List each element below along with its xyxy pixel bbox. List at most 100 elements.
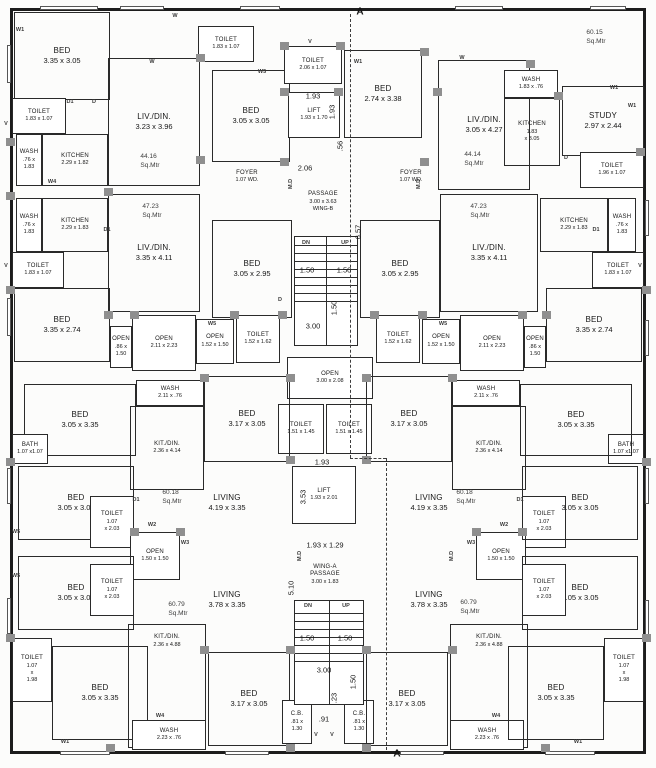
section-line [350, 14, 351, 458]
column [280, 42, 289, 50]
tag-w4: W4 [155, 713, 165, 719]
room-liv-din: LIV./DIN.3.23 x 3.96 [108, 58, 200, 186]
dimension-label: .91 [318, 714, 330, 724]
room-dimensions: 1.83 x 1.07 [604, 270, 632, 277]
tag-w: W [149, 59, 155, 65]
room-name: TOILET [532, 510, 556, 517]
window [645, 200, 649, 236]
window [60, 751, 110, 755]
staircase [294, 600, 364, 705]
room-name: KITCHEN [61, 217, 89, 224]
window [7, 45, 11, 83]
window [455, 6, 503, 10]
room-name: OPEN [155, 335, 173, 342]
dimension-label: 1.50 [329, 300, 339, 316]
tag-d1: D1 [66, 99, 74, 105]
building-outline [10, 8, 646, 754]
column [448, 374, 457, 382]
window [240, 6, 280, 10]
column [196, 54, 205, 62]
room-dimensions: 1.83 x .76 [518, 84, 544, 91]
tag-w: W [459, 55, 465, 61]
area-label: 47.23 Sq.Mtr [470, 203, 490, 219]
room-dimensions: 2.29 x 1.82 [61, 160, 89, 167]
room-kit-din: KIT./DIN.2.36 x 4.14 [130, 406, 204, 490]
area-label: 60.15 Sq.Mtr [586, 29, 606, 45]
tag-m-d: M.D [297, 550, 303, 562]
column [200, 374, 209, 382]
room-dimensions: 2.23 x .76 [474, 735, 500, 742]
window [7, 298, 11, 336]
column [370, 311, 379, 319]
tag-up: UP [342, 603, 350, 609]
room-name: TOILET [100, 578, 124, 585]
room-name: WING-A PASSAGE [310, 563, 340, 578]
room-name: OPEN [432, 334, 450, 341]
tag-d: D [278, 297, 282, 303]
room-dimensions: 3.35 x 4.11 [135, 253, 173, 263]
section-marker-a: A [393, 748, 401, 760]
room-name: TOILET [337, 421, 361, 428]
room-name: BED [243, 258, 261, 268]
room-dimensions: 1.52 x 1.62 [244, 339, 272, 346]
column [280, 88, 289, 96]
room-dimensions: 1.52 x 1.50 [201, 341, 229, 348]
dimension-label: 5.10 [286, 580, 296, 596]
tag-dn: DN [304, 603, 312, 609]
room-dimensions: 1.07 x1.07 [17, 449, 43, 456]
room-name: LIVING [213, 589, 241, 599]
column [334, 88, 343, 96]
column [286, 646, 295, 654]
column [362, 646, 371, 654]
room-name: TOILET [532, 578, 556, 585]
room-name: LIV./DIN. [137, 111, 171, 121]
room-name: PASSAGE [308, 190, 338, 197]
room-name: KIT./DIN. [476, 634, 502, 640]
tag-w1: W1 [353, 59, 363, 65]
room-dimensions: 1.83 x 1.07 [24, 270, 52, 277]
room-name: BED [567, 409, 585, 419]
room-name: C.B. [290, 710, 304, 717]
room-name: LIVING [415, 492, 443, 502]
room-name: BATH [617, 441, 635, 448]
room-name: FOYER [400, 169, 422, 176]
room-name: TOILET [301, 57, 325, 64]
room-dimensions: 3.23 x 3.96 [135, 122, 173, 132]
column [6, 286, 15, 294]
tag-w3: W3 [466, 540, 476, 546]
column [362, 374, 371, 382]
room-name: BED [398, 688, 416, 698]
room-dimensions: 1.83 x 1.07 [25, 116, 53, 123]
room-name: KITCHEN [518, 120, 546, 127]
room-dimensions: 2.74 x 3.38 [364, 94, 402, 104]
room-dimensions: 3.05 x 2.95 [233, 269, 271, 279]
room-dimensions: .86 x 1.50 [115, 343, 127, 357]
dimension-label: 3.00 [316, 665, 332, 675]
room-name: LIV./DIN. [472, 242, 506, 252]
window [590, 6, 626, 10]
room-dimensions: 1.96 x 1.07 [598, 170, 626, 177]
window [545, 751, 595, 755]
column [362, 456, 371, 464]
room-name: WASH [160, 385, 180, 392]
stair-rail [326, 237, 327, 345]
room-name: TOILET [289, 421, 313, 428]
room-name: WASH [612, 213, 632, 220]
window [120, 6, 164, 10]
room-dimensions: 2.29 x 1.83 [560, 225, 588, 232]
